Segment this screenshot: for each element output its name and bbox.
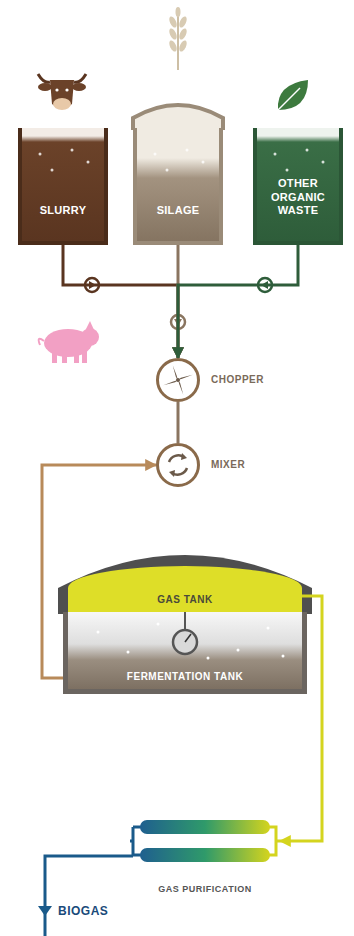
slurry-bin: SLURRY xyxy=(18,128,108,245)
bubble xyxy=(51,169,54,172)
bubbles xyxy=(137,128,219,188)
bubble xyxy=(267,627,270,630)
bubble xyxy=(87,161,90,164)
blade xyxy=(169,365,183,380)
bubble xyxy=(97,631,100,634)
bubble xyxy=(166,169,169,172)
stirrer-gauge xyxy=(68,612,302,664)
node-label: SILAGE xyxy=(142,204,214,217)
bubble xyxy=(39,153,42,156)
filter-capsule xyxy=(140,848,270,862)
wheat-icon xyxy=(168,7,189,70)
silage-silo: SILAGE xyxy=(133,128,223,245)
gas-purification: GAS PURIFICATION xyxy=(130,815,280,899)
mixer-symbol xyxy=(159,446,197,484)
silo-roof xyxy=(133,105,223,130)
node-label: MIXER xyxy=(211,459,245,471)
node-label: FERMENTATION TANK xyxy=(74,671,296,683)
node-label: SLURRY xyxy=(27,204,99,217)
bubble xyxy=(186,149,189,152)
chopper-symbol xyxy=(159,361,197,399)
node-label: GAS TANK xyxy=(157,594,212,606)
bubble xyxy=(306,149,309,152)
node-label: CHOPPER xyxy=(211,374,264,386)
mixer-unit: MIXER xyxy=(156,443,200,487)
bubble xyxy=(207,657,210,660)
bubble xyxy=(71,149,74,152)
gas-tank: GAS TANK xyxy=(68,566,302,614)
bubble xyxy=(127,651,130,654)
pipe-connector xyxy=(63,245,178,358)
bubble xyxy=(154,153,157,156)
blade xyxy=(174,380,188,395)
bubble xyxy=(286,169,289,172)
biogas-arrow xyxy=(38,906,52,916)
filter-capsule xyxy=(140,820,270,834)
pipe-connector xyxy=(178,245,298,358)
bubble xyxy=(322,161,325,164)
purifier-capsules xyxy=(130,815,280,869)
node-label: OTHER ORGANIC WASTE xyxy=(262,177,334,217)
bubble xyxy=(237,649,240,652)
node-label: GAS PURIFICATION xyxy=(130,884,280,895)
bubble xyxy=(157,623,160,626)
fermentation-tank: FERMENTATION TANK xyxy=(63,612,307,694)
tank-dome xyxy=(58,555,312,614)
bubbles xyxy=(22,128,104,188)
pig-icon xyxy=(39,321,99,363)
biogas-pipe xyxy=(45,856,133,936)
bubble xyxy=(274,153,277,156)
bubble xyxy=(282,655,285,658)
blade xyxy=(163,376,178,390)
leaf-icon xyxy=(278,80,308,110)
bubble xyxy=(202,161,205,164)
blade xyxy=(178,371,193,385)
cow-icon xyxy=(38,74,86,110)
chopper-unit: CHOPPER xyxy=(156,358,200,402)
output-label: BIOGAS xyxy=(58,904,108,918)
organic-waste-bin: OTHER ORGANIC WASTE xyxy=(253,128,343,245)
pipe-connector xyxy=(177,402,180,443)
